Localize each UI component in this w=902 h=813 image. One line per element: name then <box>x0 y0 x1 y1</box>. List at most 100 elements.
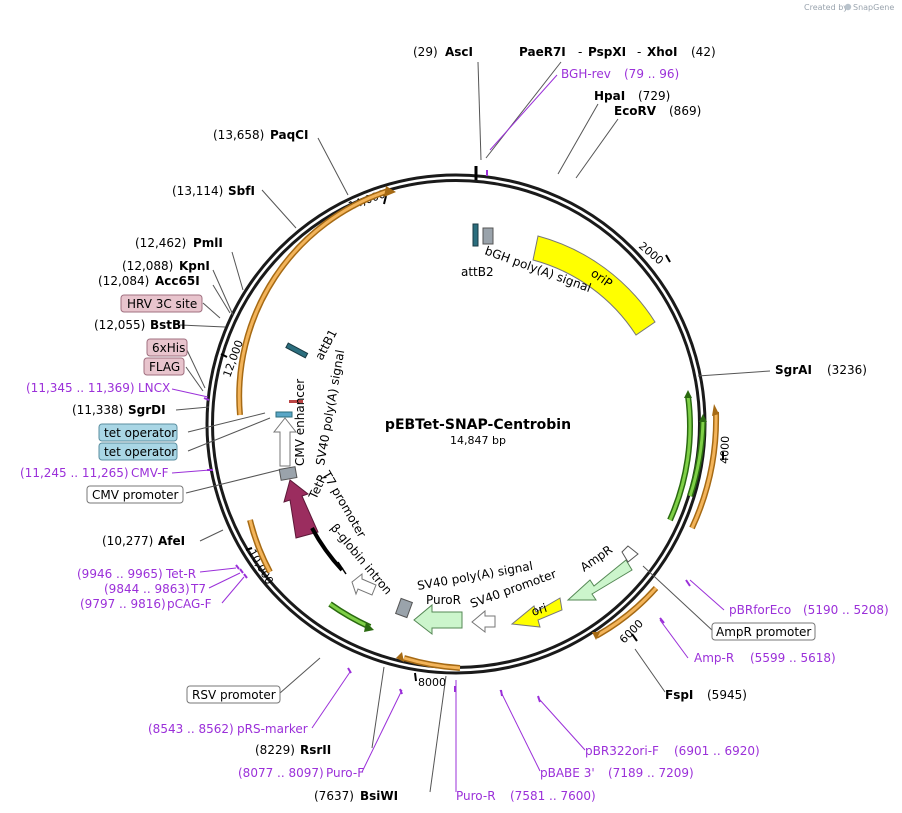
puror-feature <box>413 603 463 636</box>
pmli-pos: (12,462) <box>135 236 186 250</box>
bsiwi-name: BsiWI <box>360 789 398 803</box>
primer-puror-name: Puro-R <box>456 789 496 803</box>
primer-puror-range: (7581 .. 7600) <box>510 789 596 803</box>
primer-pbabe-range: (7189 .. 7209) <box>608 766 694 780</box>
ori-label: ori <box>530 601 549 619</box>
sv40-promoter-arrow <box>471 609 496 634</box>
tet-operator-feature <box>275 411 293 418</box>
lncx-mark <box>289 400 303 403</box>
ascI-name: AscI <box>445 45 473 59</box>
flag-box <box>143 357 185 376</box>
primer-bgh-rev-range: (79 .. 96) <box>624 67 679 81</box>
tick-8000: 8000 <box>418 676 446 689</box>
primer-cmv-f-range: (11,245 .. 11,265) <box>20 466 129 480</box>
primer-pcag-f-range: (9797 .. 9816) <box>80 597 166 611</box>
brand-app: SnapGene <box>853 3 894 12</box>
primer-purof-name: Puro-F <box>326 766 364 780</box>
primer-marks <box>203 170 691 703</box>
orf-arrowheads <box>384 186 719 662</box>
primer-tet-r-name: Tet-R <box>165 567 196 581</box>
sv40-polya-feature-2 <box>394 597 414 619</box>
attb2-feature <box>472 223 479 247</box>
plasmid-name: pEBTet-SNAP-Centrobin <box>385 417 571 433</box>
orip-feature <box>532 235 656 336</box>
tick-4000: 4000 <box>718 436 732 464</box>
primer-t7-name: T7 <box>190 582 206 596</box>
primer-pbrforeco-range: (5190 .. 5208) <box>803 603 889 617</box>
sv40-polya-feature-1 <box>278 466 298 481</box>
ascI-pos: (29) <box>413 45 438 59</box>
brand-created-by: Created by <box>804 3 848 12</box>
primer-lncx-name: LNCX <box>138 381 170 395</box>
leader-lines <box>175 61 771 793</box>
fspi-name: FspI <box>665 688 693 702</box>
tet-operator-box-2 <box>98 442 178 461</box>
pmli-name: PmlI <box>193 236 223 250</box>
primer-pbabe-name: pBABE 3' <box>540 766 595 780</box>
primer-pbrforeco-name: pBRforEco <box>729 603 791 617</box>
sgrai-pos: (3236) <box>827 363 867 377</box>
primer-purof-range: (8077 .. 8097) <box>238 766 324 780</box>
puror-label: PuroR <box>426 593 461 607</box>
acc65i-name: Acc65I <box>155 274 200 288</box>
ampr-promoter-label: AmpR promoter <box>716 625 811 639</box>
cmv-enhancer-label: CMV enhancer <box>293 379 307 466</box>
ampr-label: AmpR <box>578 542 615 574</box>
tet-operator-label-1: tet operator <box>104 426 176 440</box>
acc65i-pos: (12,084) <box>98 274 149 288</box>
tet-operator-box-1 <box>98 423 178 442</box>
cmv-promoter-box <box>86 485 184 504</box>
rsrii-pos: (8229) <box>255 743 295 757</box>
hpai-pos: (729) <box>638 89 670 103</box>
ori-feature <box>510 597 563 628</box>
enzyme-separator-2: - <box>637 45 641 59</box>
bgh-polya-feature <box>482 227 494 245</box>
sgrdi-name: SgrDI <box>128 403 166 417</box>
his-box <box>146 338 188 357</box>
his-label: 6xHis <box>152 341 185 355</box>
primer-pbr322ori-range: (6901 .. 6920) <box>674 744 760 758</box>
bstbi-pos: (12,055) <box>94 318 145 332</box>
sgrdi-pos: (11,338) <box>72 403 123 417</box>
tet-operator-label-2: tet operator <box>104 445 176 459</box>
ruler-ticks <box>220 195 724 682</box>
xhoi-pos: (42) <box>691 45 716 59</box>
primer-leader-lines <box>171 74 725 792</box>
rsv-promoter-box <box>186 685 281 704</box>
pspxi-name: PspXI <box>588 45 626 59</box>
primer-pcag-f-name: pCAG-F <box>167 597 212 611</box>
primer-ampr-range: (5599 .. 5618) <box>750 651 836 665</box>
attb2-label: attB2 <box>461 265 494 279</box>
hrv3c-box <box>120 294 203 313</box>
afei-name: AfeI <box>158 534 185 548</box>
tetr-feature <box>283 479 319 539</box>
afei-pos: (10,277) <box>102 534 153 548</box>
cmv-promoter-label: CMV promoter <box>92 488 179 502</box>
paqci-name: PaqCI <box>270 128 308 142</box>
primer-prs-marker-name: pRS-marker <box>237 722 308 736</box>
bglobin-intron-feature <box>310 527 344 572</box>
primer-tet-r-range: (9946 .. 9965) <box>77 567 163 581</box>
cmv-promoter-arrow <box>272 417 298 467</box>
enzyme-separator-1: - <box>578 45 582 59</box>
primer-bgh-rev-name: BGH-rev <box>561 67 611 81</box>
primer-t7-range: (9844 .. 9863) <box>104 582 190 596</box>
primer-pbr322ori-name: pBR322ori-F <box>585 744 659 758</box>
hrv3c-label: HRV 3C site <box>127 297 197 311</box>
primer-prs-marker-range: (8543 .. 8562) <box>148 722 234 736</box>
attb1-feature <box>285 342 309 359</box>
ecorv-name: EcoRV <box>614 104 657 118</box>
plasmid-size: 14,847 bp <box>450 434 506 447</box>
kpni-name: KpnI <box>179 259 210 273</box>
bstbi-name: BstBI <box>150 318 186 332</box>
rsv-promoter-label: RSV promoter <box>192 688 276 702</box>
fspi-pos: (5945) <box>707 688 747 702</box>
t7-mark <box>337 561 347 575</box>
sv40-polya-label-1: SV40 poly(A) signal <box>313 349 347 467</box>
primer-lncx-range: (11,345 .. 11,369) <box>26 381 135 395</box>
ampr-feature <box>566 559 633 601</box>
orf-arcs <box>236 188 720 671</box>
snapgene-logo-icon <box>844 3 852 11</box>
flag-label: FLAG <box>149 360 180 374</box>
origin-mark <box>474 166 478 180</box>
